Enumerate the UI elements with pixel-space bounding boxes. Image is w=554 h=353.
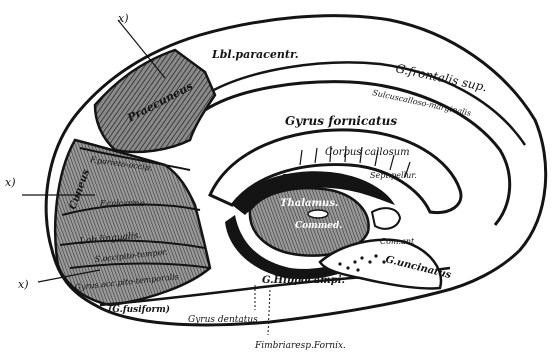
commed-oval — [308, 210, 328, 218]
commed-label: Commed. — [295, 221, 342, 231]
sept-pellur-label: Sept.pellur. — [370, 171, 417, 180]
marker-top-label: x) — [118, 12, 129, 25]
marker-bottom-label: x) — [18, 278, 29, 291]
gyrus-dentatus-label: Gyrus dentatus — [188, 315, 258, 325]
f-calcarina-label: F.calcarina — [99, 199, 144, 208]
comant-label: Com.ant — [380, 237, 415, 246]
gyrus-fornicatus-label: Gyrus fornicatus — [285, 114, 397, 128]
thalamus-label: Thalamus. — [280, 198, 338, 209]
g-fusiform-label: (G.fusiform) — [108, 304, 170, 315]
corpus-callosum-label: Corpus callosum — [325, 147, 410, 158]
comant-loop — [372, 208, 400, 229]
lbl-paracentr-label: Lbl.paracentr. — [211, 48, 299, 61]
fimbria-fornix-label: Fimbriaresp.Fornix. — [254, 341, 346, 351]
g-hippocampi-label: G.Hippocampi. — [262, 275, 345, 286]
marker-mid-label: x) — [5, 176, 16, 189]
fornix-label: Fornix — [281, 173, 308, 182]
